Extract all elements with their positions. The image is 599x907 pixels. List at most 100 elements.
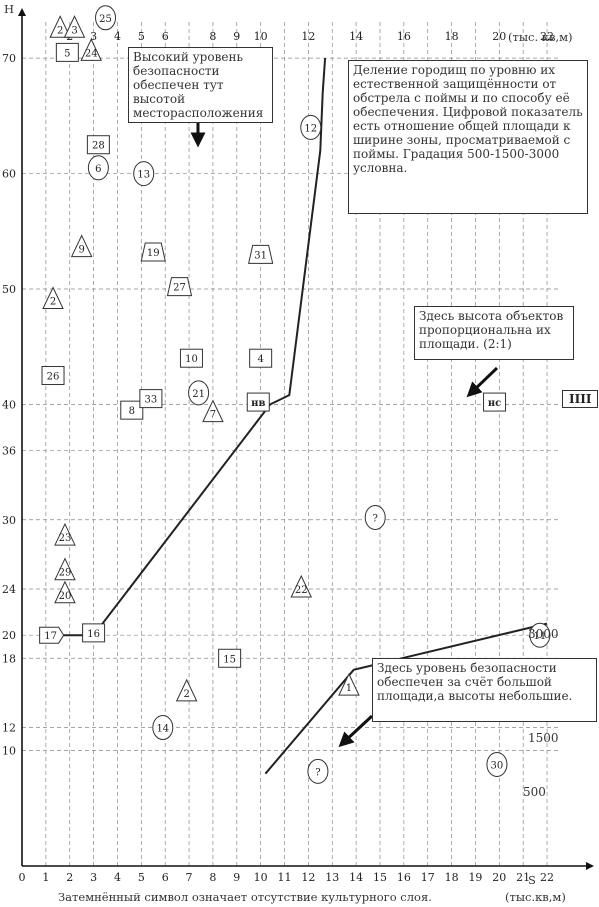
marker-7: 7 xyxy=(202,399,224,423)
marker-shape xyxy=(140,242,166,262)
marker-label: 21 xyxy=(192,389,205,400)
marker-shape xyxy=(249,348,273,368)
y-tick-label: 20 xyxy=(2,629,16,642)
marker-label: 31 xyxy=(254,250,267,261)
marker-5: 5 xyxy=(55,42,79,62)
marker-label: 4 xyxy=(257,354,263,365)
annotation-area-security: Здесь уровень безопасности обеспечен за … xyxy=(372,658,597,722)
marker-label: 28 xyxy=(92,141,105,152)
marker-нс: нс xyxy=(483,392,507,412)
marker-shape xyxy=(54,557,76,581)
x-top-tick-label: 8 xyxy=(209,30,216,43)
marker-26: 26 xyxy=(41,366,65,386)
marker-15: 15 xyxy=(218,648,242,668)
marker-shape xyxy=(166,277,193,297)
x-tick-label: 12 xyxy=(301,871,315,884)
marker-label: 12 xyxy=(304,123,317,134)
x-tick-label: 1 xyxy=(42,871,49,884)
x-tick-label: 13 xyxy=(325,871,339,884)
gradation-500: 500 xyxy=(523,785,546,799)
marker-shape xyxy=(483,392,507,412)
marker-label: 17 xyxy=(44,631,57,642)
y-axis-label: H xyxy=(4,2,15,16)
marker-label: 10 xyxy=(185,354,198,365)
marker-31: 31 xyxy=(248,244,274,264)
marker-label: 19 xyxy=(147,248,160,259)
marker-22: 22 xyxy=(290,574,313,598)
x-tick-label: 21 xyxy=(516,871,530,884)
marker-shape xyxy=(246,392,270,412)
y-tick-label: 36 xyxy=(2,445,16,458)
marker-label: 5 xyxy=(64,48,70,59)
marker-21: 21 xyxy=(188,380,210,406)
annotation-classification: Деление городищ по уровню их естественно… xyxy=(348,60,588,214)
marker-shape xyxy=(42,286,64,310)
marker-label: 20 xyxy=(59,591,72,602)
marker-label: 22 xyxy=(295,585,308,596)
marker-6: 6 xyxy=(87,155,109,181)
marker-2: 2 xyxy=(49,15,71,38)
marker-shape xyxy=(188,380,210,406)
x-top-tick-label: 12 xyxy=(301,30,315,43)
marker-3: 3 xyxy=(63,15,86,38)
marker-shape xyxy=(139,389,163,409)
marker-24: 24 xyxy=(80,38,103,61)
chart-caption: Затемнённый символ означает отсутствие к… xyxy=(58,890,432,904)
marker-1: 1 xyxy=(338,672,360,696)
y-tick-label: 18 xyxy=(2,652,16,665)
x-tick-label: 14 xyxy=(349,871,363,884)
marker-shape xyxy=(175,678,198,702)
marker-29: 29 xyxy=(54,557,76,581)
marker-shape xyxy=(486,751,508,777)
marker-shape xyxy=(87,155,109,181)
marker-label: 3 xyxy=(71,25,77,36)
marker-shape xyxy=(248,244,274,264)
x-top-tick-label: 20 xyxy=(492,30,506,43)
marker-label: 13 xyxy=(137,170,150,181)
annotation-height-security: Высокий уровень безопасности обеспечен т… xyxy=(128,47,273,123)
marker-shape xyxy=(82,623,106,643)
x-tick-label: 22 xyxy=(540,871,554,884)
marker-label: 2 xyxy=(183,689,189,700)
y-tick-label: 30 xyxy=(2,514,16,527)
marker-shape xyxy=(179,348,203,368)
marker-label: 6 xyxy=(95,164,101,175)
y-tick-label: 12 xyxy=(2,722,16,735)
marker-label: 1 xyxy=(346,683,352,694)
y-tick-label: 50 xyxy=(2,283,16,296)
marker-label: 24 xyxy=(85,48,98,59)
x-axis-unit: (тыс.кв,м) xyxy=(505,890,566,904)
marker-19: 19 xyxy=(140,242,166,262)
x-tick-label: 9 xyxy=(233,871,240,884)
gradation-3000: 3000 xyxy=(528,627,559,641)
marker-shape xyxy=(63,15,86,38)
marker-11: 11 xyxy=(529,622,551,648)
marker-shape xyxy=(54,522,76,546)
marker-27: 27 xyxy=(166,277,193,297)
marker-30: 30 xyxy=(486,751,508,777)
annotation-proportional-height: Здесь высота объектов пропорциональна их… xyxy=(414,306,574,360)
marker-20: 20 xyxy=(54,580,76,604)
x-top-tick-label: 4 xyxy=(114,30,121,43)
marker-28: 28 xyxy=(86,135,110,155)
arrow-to-low xyxy=(338,714,374,748)
x-tick-label: 4 xyxy=(114,871,121,884)
x-tick-label: 7 xyxy=(186,871,193,884)
marker-16: 16 xyxy=(82,623,106,643)
y-tick-label: 10 xyxy=(2,745,16,758)
x-top-tick-label: 16 xyxy=(397,30,411,43)
marker-q: ? xyxy=(364,504,386,530)
x-top-tick-label: 18 xyxy=(445,30,459,43)
marker-label: нв xyxy=(251,398,265,409)
marker-label: 11 xyxy=(534,631,547,642)
marker-shape xyxy=(338,672,360,696)
x-top-tick-label: 14 xyxy=(349,30,363,43)
marker-25: 25 xyxy=(95,5,117,31)
gradation-1500: 1500 xyxy=(528,731,559,745)
marker-shape xyxy=(95,5,117,31)
marker-17: 17 xyxy=(39,626,65,644)
marker-нв: нв xyxy=(246,392,270,412)
marker-label: 23 xyxy=(59,533,72,544)
marker-2: 2 xyxy=(42,286,64,310)
